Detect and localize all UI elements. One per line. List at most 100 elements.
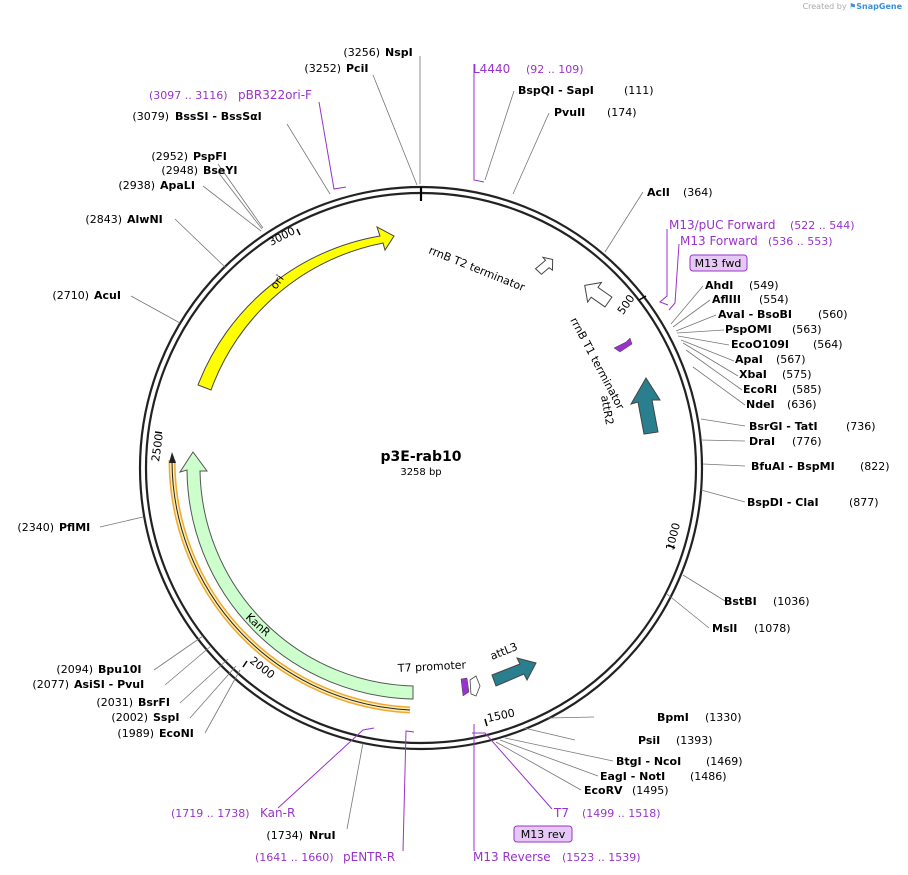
feature-rrnb-t1 [584, 281, 613, 308]
plasmid-length: 3258 bp [400, 467, 441, 478]
tick-2500-mark [154, 431, 163, 434]
site-sspi-name: SspI [153, 711, 179, 724]
site-nspi-pos: (3256) [343, 46, 380, 59]
primer-pbr322-name: pBR322ori-F [238, 88, 312, 102]
site-bfuai-pos: (822) [860, 460, 890, 473]
site-bpmi-pos: (1330) [705, 711, 742, 724]
site-pspfi-name: PspFI [193, 150, 227, 163]
site-acui-name: AcuI [94, 289, 121, 302]
site-pcii-pos: (3252) [304, 62, 341, 75]
site-alwni-pos: (2843) [85, 213, 122, 226]
site-nrui-pos: (1734) [266, 829, 303, 842]
primer-m13fwd-range: (536 .. 553) [768, 235, 833, 248]
feature-t7-promoter-label: T7 promoter [396, 658, 466, 675]
primer-t7-range: (1499 .. 1518) [582, 807, 661, 820]
site-asisi-name: AsiSI - PvuI [74, 678, 144, 691]
tick-500-mark [638, 295, 647, 301]
site-alwni-name: AlwNI [127, 213, 163, 226]
site-ecori-pos: (585) [792, 383, 822, 396]
site-apai-pos: (567) [776, 353, 806, 366]
site-bspdi-name: BspDI - ClaI [747, 496, 819, 509]
site-avai-name: AvaI - BsoBI [718, 308, 792, 321]
site-bpmi-name: BpmI [657, 711, 689, 724]
feature-t7-promoter [460, 677, 470, 697]
site-bsrgi-name: BsrGI - TatI [749, 420, 818, 433]
feature-rrnb-t1-label: rrnB T1 terminator [567, 315, 627, 412]
tick-1500-mark [484, 718, 488, 727]
site-psii-pos: (1393) [676, 734, 713, 747]
site-ndei-name: NdeI [746, 398, 775, 411]
site-eagi-name: EagI - NotI [600, 770, 665, 783]
site-bsrfi-pos: (2031) [96, 696, 133, 709]
site-psii-name: PsiI [638, 734, 660, 747]
site-btgi-pos: (1469) [706, 755, 743, 768]
feature-attr2-label: attR2 [598, 394, 616, 426]
site-nspi-name: NspI [385, 46, 413, 59]
site-ecori-name: EcoRI [743, 383, 777, 396]
m13-rev-label: M13 rev [521, 828, 566, 841]
primer-kanr-name: Kan-R [260, 806, 295, 820]
m13-fwd-label: M13 fwd [695, 257, 742, 270]
primer-m13puc-name: M13/pUC Forward [669, 218, 776, 232]
site-bstbi-pos: (1036) [773, 595, 810, 608]
primer-m13puc-range: (522 .. 544) [790, 219, 855, 232]
primer-site-marker [613, 337, 633, 353]
site-bsssi-pos: (3079) [132, 110, 169, 123]
site-acli-name: AclI [647, 186, 670, 199]
site-bfuai-name: BfuAI - BspMI [751, 460, 835, 473]
site-bspqi-pos: (111) [624, 84, 654, 97]
tick-2000-mark [242, 660, 248, 668]
site-bspqi-name: BspQI - SapI [518, 84, 594, 97]
feature-t7-promoter-arrow [469, 675, 481, 697]
primer-l4440-range: (92 .. 109) [526, 63, 584, 76]
site-btgi-name: BtgI - NcoI [616, 755, 681, 768]
primer-connectors [277, 64, 680, 852]
site-bspdi-pos: (877) [849, 496, 879, 509]
m13-fwd-box [689, 254, 748, 272]
site-pspomi-name: PspOMI [725, 323, 772, 336]
site-nrui-name: NruI [309, 829, 336, 842]
primer-pbr322-range: (3097 .. 3116) [149, 89, 228, 102]
kanr-outline-line [171, 459, 411, 711]
site-ahdi-pos: (549) [749, 279, 779, 292]
kanr-outline-arrowhead [169, 452, 176, 463]
site-bseyi-pos: (2948) [161, 164, 198, 177]
primer-kanr-range: (1719 .. 1738) [171, 807, 250, 820]
site-sspi-pos: (2002) [111, 711, 148, 724]
primer-pentr-range: (1641 .. 1660) [255, 851, 334, 864]
site-bstbi-name: BstBI [724, 595, 757, 608]
site-afliii-name: AflIII [712, 293, 741, 306]
site-acui-pos: (2710) [52, 289, 89, 302]
site-afliii-pos: (554) [759, 293, 789, 306]
site-drai-pos: (776) [792, 435, 822, 448]
site-pcii-name: PciI [346, 62, 368, 75]
site-msli-pos: (1078) [754, 622, 791, 635]
site-pvuii-name: PvuII [554, 106, 585, 119]
snapgene-logo-icon: ⚑ [849, 2, 857, 11]
plasmid-name: p3E-rab10 [381, 449, 462, 465]
feature-kanr [178, 451, 414, 700]
site-econi-pos: (1989) [117, 727, 154, 740]
site-pspomi-pos: (563) [792, 323, 822, 336]
feature-rrnb-t2 [534, 256, 554, 275]
site-drai-name: DraI [749, 435, 775, 448]
site-bpu10i-name: Bpu10I [98, 663, 142, 676]
site-apali-pos: (2938) [118, 179, 155, 192]
site-eco0109i-pos: (564) [813, 338, 843, 351]
site-avai-pos: (560) [818, 308, 848, 321]
tick-1500: 1500 [486, 706, 516, 725]
site-ndei-pos: (636) [787, 398, 817, 411]
feature-rrnb-t2-label: rrnB T2 terminator [427, 244, 527, 295]
site-pspfi-pos: (2952) [151, 150, 188, 163]
site-bseyi-name: BseYI [203, 164, 237, 177]
site-pflmi-name: PflMI [59, 521, 90, 534]
tick-3000-mark [296, 228, 301, 236]
site-acli-pos: (364) [683, 186, 713, 199]
site-msli-name: MslI [712, 622, 737, 635]
feature-ori [197, 225, 395, 391]
site-eco0109i-name: EcoO109I [731, 338, 789, 351]
tick-1000-mark [667, 544, 676, 549]
site-apai-name: ApaI [735, 353, 763, 366]
